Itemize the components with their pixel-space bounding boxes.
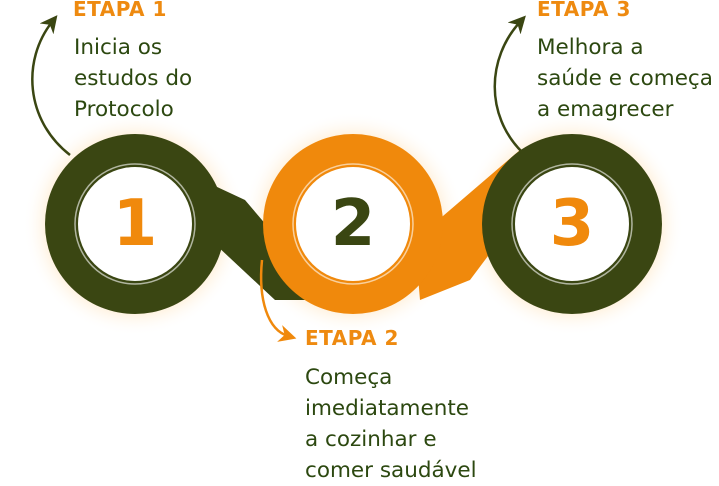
arrow-to-step-2-label bbox=[259, 259, 297, 342]
step-description-2: Começa imediatamente a cozinhar e comer … bbox=[305, 365, 477, 483]
step-disc-2 bbox=[296, 167, 410, 281]
step-title-1: ETAPA 1 bbox=[73, 0, 167, 21]
arrow-to-step-3-label bbox=[493, 15, 526, 153]
step-title-3: ETAPA 3 bbox=[537, 0, 631, 21]
step-description-3: Melhora a saúde e começa a emagrecer bbox=[537, 35, 713, 122]
step-number-2: 2 bbox=[330, 187, 376, 261]
step-disc-3 bbox=[515, 167, 629, 281]
diagram-graphics bbox=[23, 15, 684, 342]
step-disc-1 bbox=[78, 167, 192, 281]
step-description-1: Inicia os estudos do Protocolo bbox=[74, 35, 193, 122]
step-number-3: 3 bbox=[549, 187, 595, 261]
arrow-to-step-1-label bbox=[31, 15, 71, 156]
step-number-1: 1 bbox=[112, 187, 158, 261]
process-diagram: 1 2 3 ETAPA 1 Inicia os estudos do Proto… bbox=[23, 0, 713, 483]
step-title-2: ETAPA 2 bbox=[305, 326, 399, 350]
